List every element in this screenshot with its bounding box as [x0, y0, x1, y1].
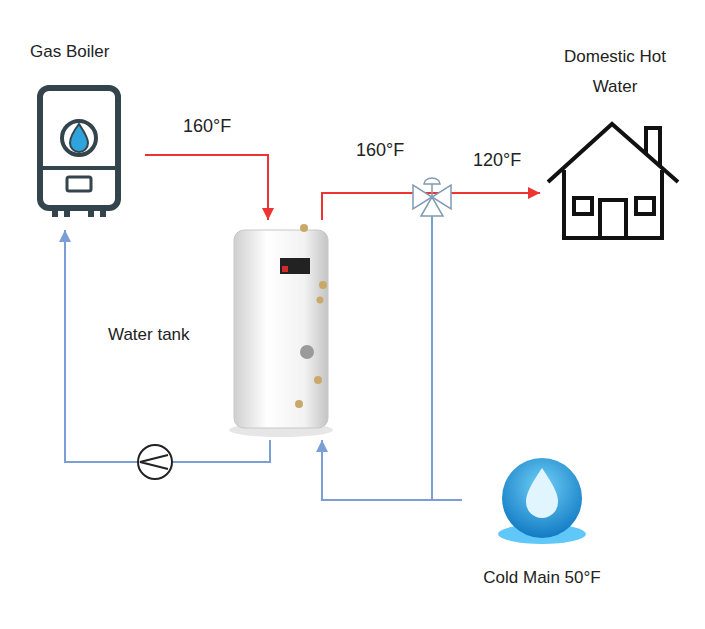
node-heading: Cold Main 50°F [462, 563, 622, 593]
boiler-panel [67, 177, 91, 191]
boiler-node: Gas Boiler [20, 35, 145, 230]
boiler-pipe [52, 208, 58, 217]
tank-fitting [300, 224, 308, 232]
tank-fitting [314, 376, 322, 384]
pipe-connector [322, 440, 462, 500]
tank-body [234, 230, 328, 428]
tank-badge [280, 258, 310, 274]
boiler-icon [40, 88, 118, 217]
house-chimney [646, 128, 660, 166]
tank-fitting [317, 297, 324, 304]
tank-fitting [295, 400, 303, 408]
valve-stem [431, 184, 433, 197]
tank-badge-mark [282, 266, 288, 272]
cold-main-icon [498, 458, 586, 544]
node-heading: Gas Boiler [30, 37, 140, 67]
pipe-connector [145, 155, 268, 220]
house-roof [548, 124, 678, 182]
tank-illustration [229, 224, 333, 437]
tank-node: Water tank [100, 220, 335, 440]
pump-triangle [140, 455, 168, 469]
pump-circle [138, 445, 172, 479]
node-heading: Domestic Hot Water [550, 42, 680, 102]
water-circle [502, 458, 582, 538]
boiler-pipe [88, 208, 94, 217]
valve-port [421, 197, 443, 216]
tank-fitting [319, 281, 327, 289]
boiler-divider [40, 166, 118, 170]
tank-dial [300, 345, 314, 359]
water-drop [526, 468, 558, 518]
flame-symbol [70, 124, 88, 152]
pipe-layer [65, 155, 540, 500]
mixing-valve [413, 178, 451, 216]
house-window [574, 198, 592, 214]
house-walls [564, 170, 662, 238]
cold-branch-pipe [431, 216, 433, 500]
temperature-label: 120°F [473, 147, 521, 173]
cold-main-node: Cold Main 50°F [462, 462, 622, 592]
burner-ring [62, 121, 96, 155]
node-heading: Water tank [108, 320, 228, 350]
valve-actuator [424, 178, 440, 184]
house-door [600, 200, 626, 238]
boiler-pipe [64, 208, 70, 217]
boiler-body [40, 88, 118, 208]
boiler-pipe [100, 208, 106, 217]
house-node: Domestic Hot Water [540, 40, 690, 245]
house-icon [548, 124, 678, 238]
pipe-connector [65, 230, 270, 462]
house-window [636, 198, 654, 214]
pump-symbol [138, 445, 172, 479]
temperature-label: 160°F [183, 113, 231, 139]
temperature-label: 160°F [356, 137, 404, 163]
